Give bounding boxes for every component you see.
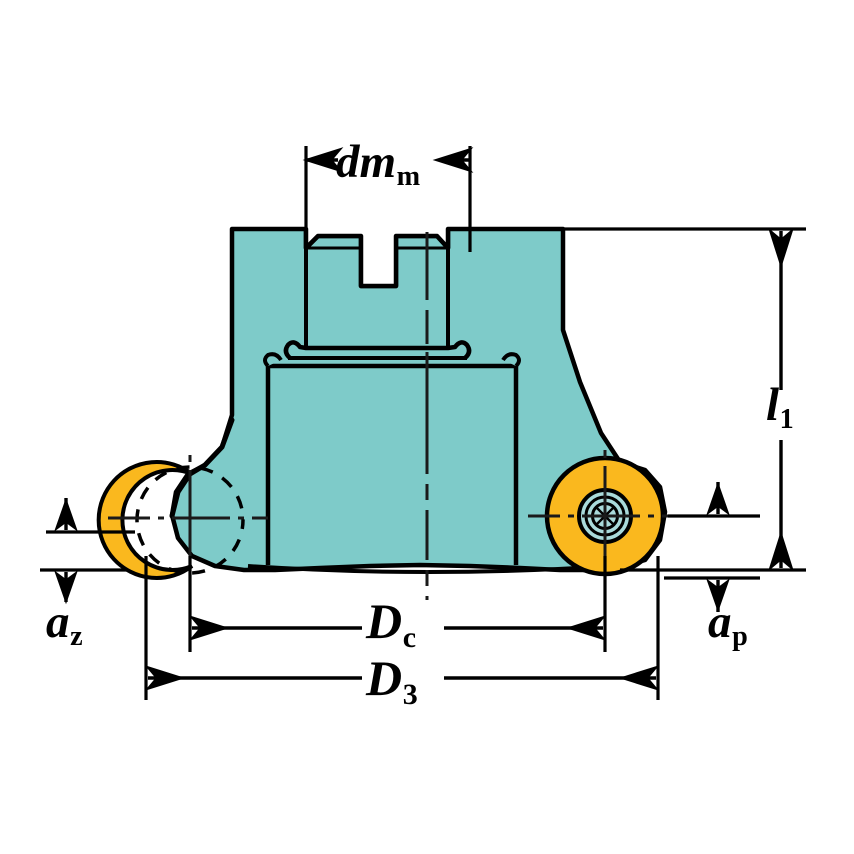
dimension-az bbox=[40, 497, 135, 605]
left-insert-crescent bbox=[96, 460, 194, 580]
dimension-label-dmm: dmm bbox=[336, 136, 420, 192]
boss-nub-left bbox=[263, 352, 283, 368]
ap-subscript: p bbox=[732, 621, 748, 653]
dimension-label-d3: D3 bbox=[366, 650, 418, 710]
dimension-label-ap: ap bbox=[708, 596, 748, 652]
boss-walls bbox=[265, 366, 519, 565]
slot-profile bbox=[303, 229, 451, 289]
central-hub bbox=[263, 248, 521, 565]
dimension-ap bbox=[664, 481, 760, 613]
left-arm-profile bbox=[169, 417, 235, 519]
left-insert-hidden-outline bbox=[135, 465, 245, 575]
drive-slot bbox=[303, 229, 451, 289]
dc-symbol: D bbox=[366, 593, 403, 649]
boss-nub-right bbox=[501, 352, 521, 368]
az-subscript: z bbox=[70, 621, 83, 653]
d3-subscript: 3 bbox=[402, 678, 418, 711]
dc-subscript: c bbox=[402, 621, 417, 654]
ap-symbol: a bbox=[708, 596, 732, 648]
dimension-dmm bbox=[302, 146, 474, 252]
dimension-label-az: az bbox=[46, 596, 83, 652]
dimension-dc bbox=[188, 556, 607, 652]
az-symbol: a bbox=[46, 596, 70, 648]
l1-subscript: 1 bbox=[779, 404, 794, 436]
round-insert-left bbox=[96, 460, 245, 580]
dimension-d3 bbox=[144, 556, 660, 700]
dimension-label-dc: Dc bbox=[366, 593, 416, 653]
d3-symbol: D bbox=[366, 650, 403, 706]
dimension-label-l1: l1 bbox=[766, 379, 794, 435]
dmm-symbol: dm bbox=[336, 136, 397, 188]
hub-collar bbox=[283, 340, 472, 360]
centerlines bbox=[108, 232, 700, 600]
dimension-l1 bbox=[563, 227, 806, 572]
dmm-subscript: m bbox=[396, 161, 421, 193]
l1-symbol: l bbox=[766, 379, 780, 431]
